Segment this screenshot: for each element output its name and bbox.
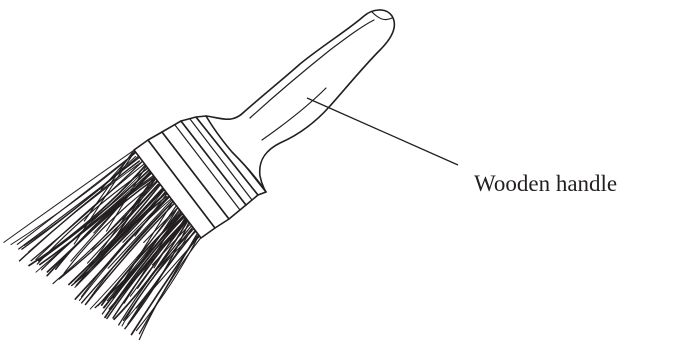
label-leader-line bbox=[307, 98, 458, 165]
wooden-handle-label: Wooden handle bbox=[474, 171, 617, 196]
